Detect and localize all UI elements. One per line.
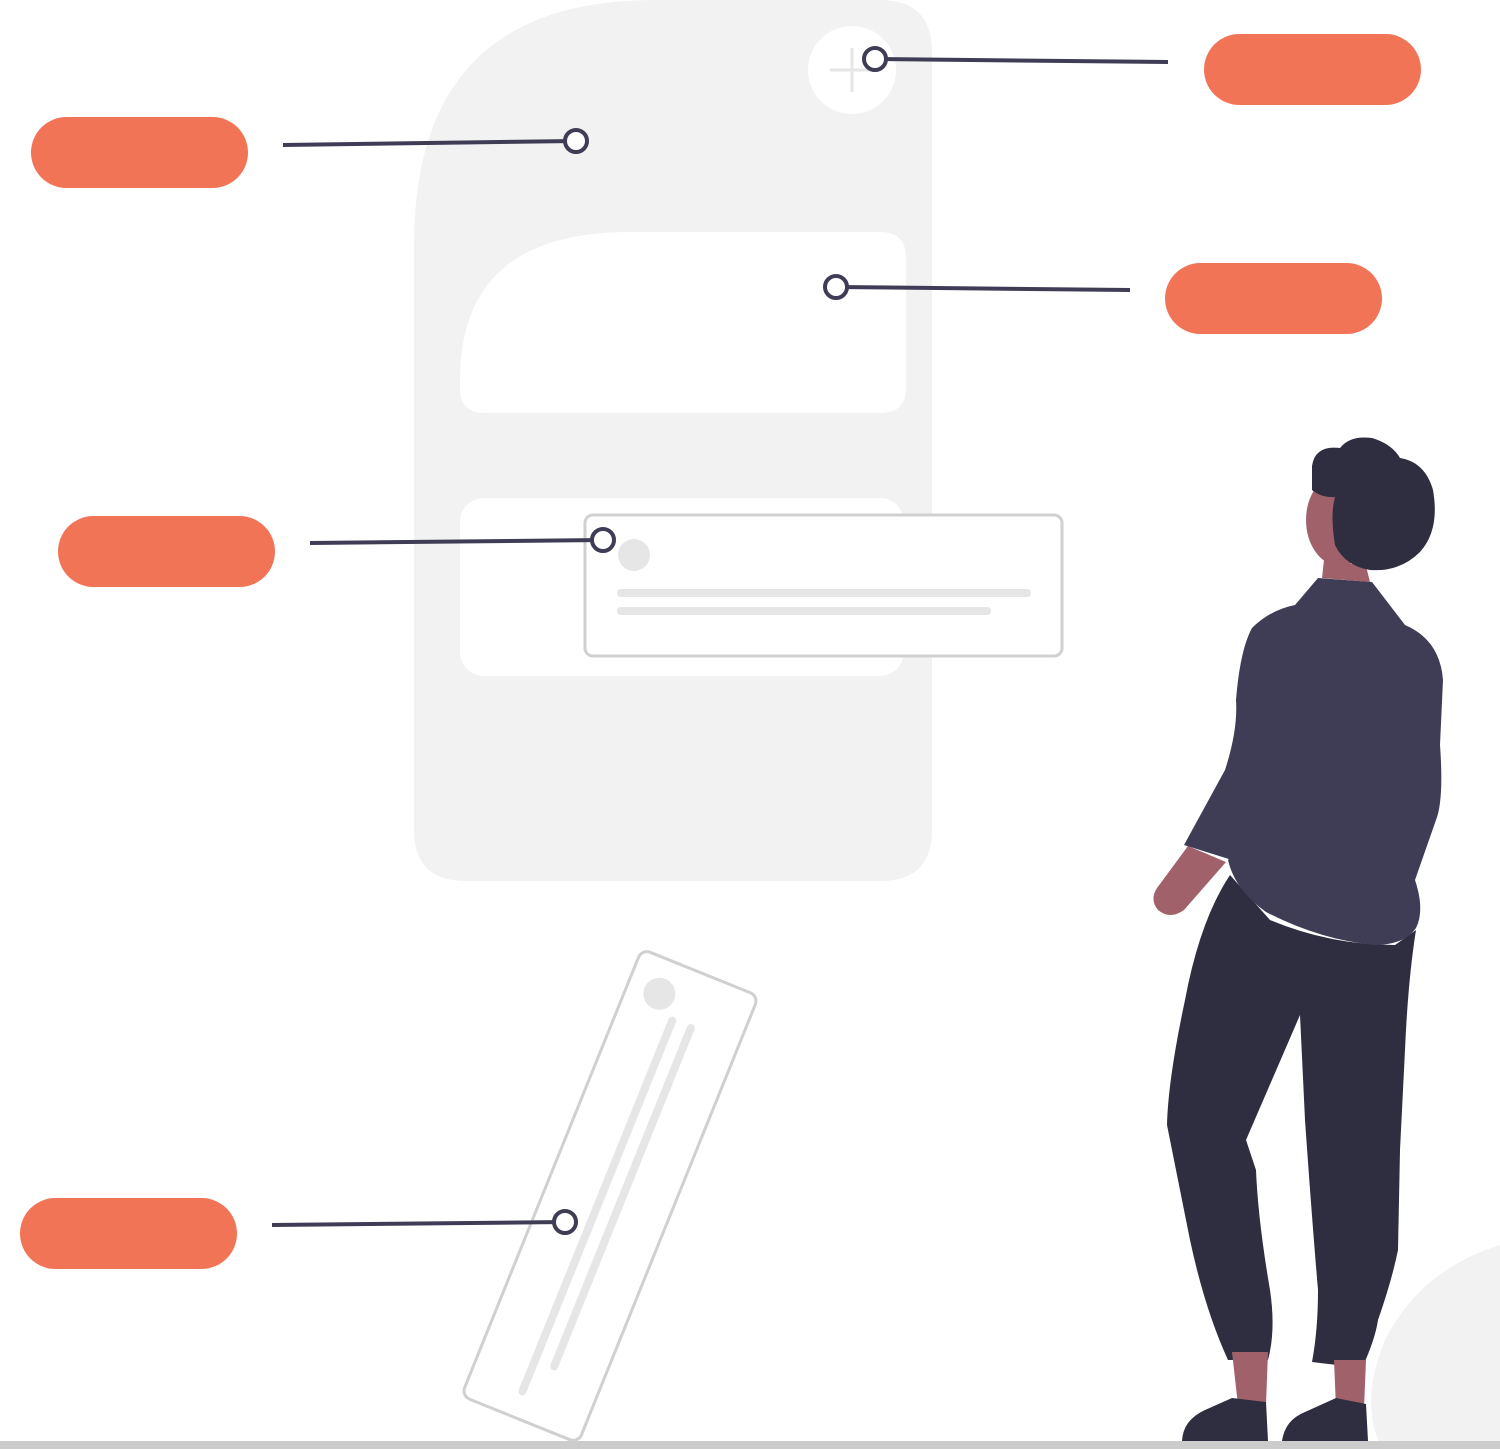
connector-ring-top-right bbox=[862, 46, 888, 72]
ground-line bbox=[0, 1441, 1500, 1449]
connector-top-right bbox=[874, 57, 1169, 64]
fallen-card-avatar bbox=[643, 977, 676, 1010]
connector-upper-left bbox=[282, 139, 577, 147]
person-right-shoe bbox=[1282, 1398, 1368, 1441]
floating-card bbox=[583, 513, 1064, 658]
connector-rings bbox=[552, 46, 888, 1235]
plus-icon bbox=[830, 48, 874, 92]
fallen-card bbox=[462, 950, 758, 1442]
connector-ring-upper-left bbox=[563, 128, 589, 154]
person-hair bbox=[1312, 437, 1435, 571]
connector-ring-bottom-left bbox=[552, 1209, 578, 1235]
callout-pill-upper-left[interactable] bbox=[31, 117, 248, 188]
callout-pill-middle-left[interactable] bbox=[58, 516, 275, 587]
connector-ring-middle-left bbox=[590, 527, 616, 553]
connector-bottom-left bbox=[271, 1220, 566, 1227]
connector-ring-middle-right bbox=[823, 274, 849, 300]
top-card bbox=[460, 232, 906, 413]
person-hand bbox=[1153, 846, 1226, 915]
person-figure bbox=[1153, 437, 1443, 1441]
background-panel bbox=[414, 0, 932, 881]
connector-middle-right bbox=[835, 285, 1131, 292]
callout-pill-bottom-left[interactable] bbox=[20, 1198, 237, 1269]
connectors bbox=[271, 57, 1169, 1227]
decorative-leaf bbox=[1371, 1245, 1500, 1445]
fallen-card-line-1 bbox=[518, 1016, 677, 1396]
person-right-ankle bbox=[1334, 1360, 1366, 1408]
person-left-shoe bbox=[1182, 1398, 1268, 1441]
connector-middle-left bbox=[309, 538, 604, 545]
callout-pill-middle-right[interactable] bbox=[1165, 263, 1382, 334]
person-pants bbox=[1167, 875, 1416, 1368]
fallen-card-line-2 bbox=[550, 1024, 695, 1371]
person-left-ankle bbox=[1232, 1352, 1268, 1405]
person-shirt bbox=[1184, 578, 1443, 945]
callout-pill-top-right[interactable] bbox=[1204, 34, 1421, 105]
callout-pills bbox=[20, 34, 1421, 1269]
floating-card-avatar bbox=[618, 539, 650, 571]
